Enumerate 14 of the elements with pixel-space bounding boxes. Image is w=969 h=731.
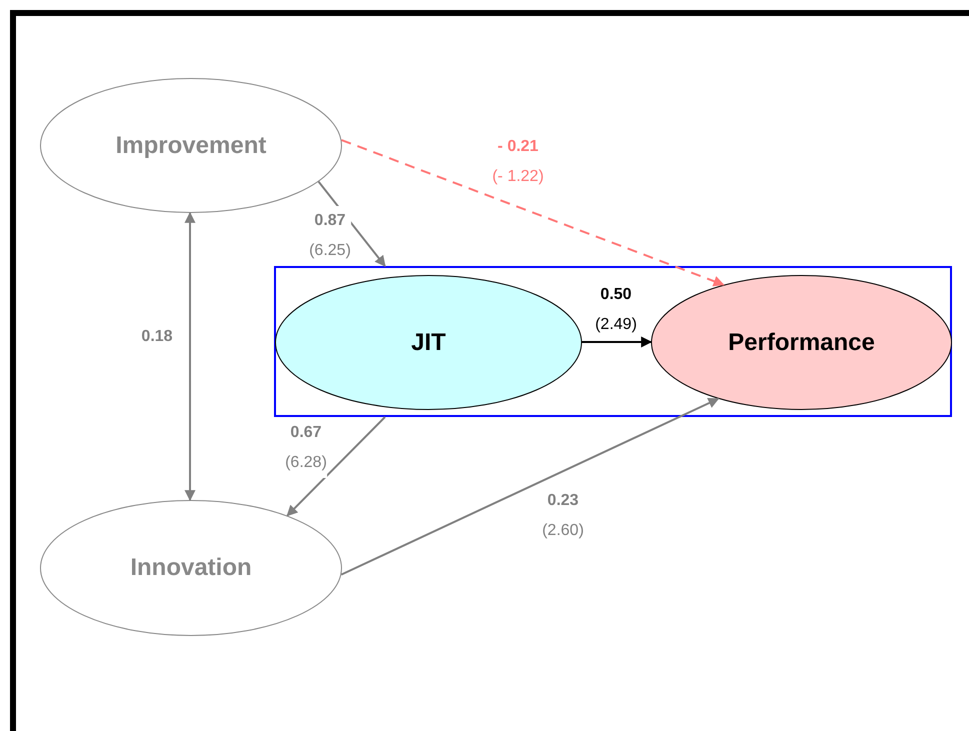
construct-name: JIT: [411, 328, 446, 356]
arrow: [582, 336, 652, 348]
group-frame: [274, 266, 952, 417]
construct-name: Improvement: [116, 132, 266, 160]
arrow: [184, 212, 196, 502]
construct-ellipse: [40, 500, 342, 636]
construct-ellipse: [651, 275, 952, 410]
construct-ellipse: [40, 78, 342, 213]
arrow: [286, 416, 386, 516]
construct-ellipse: [275, 275, 582, 410]
arrow: [340, 398, 720, 576]
arrow: [341, 139, 724, 286]
construct-name: Performance: [728, 328, 875, 356]
construct-name: Innovation: [130, 554, 252, 582]
